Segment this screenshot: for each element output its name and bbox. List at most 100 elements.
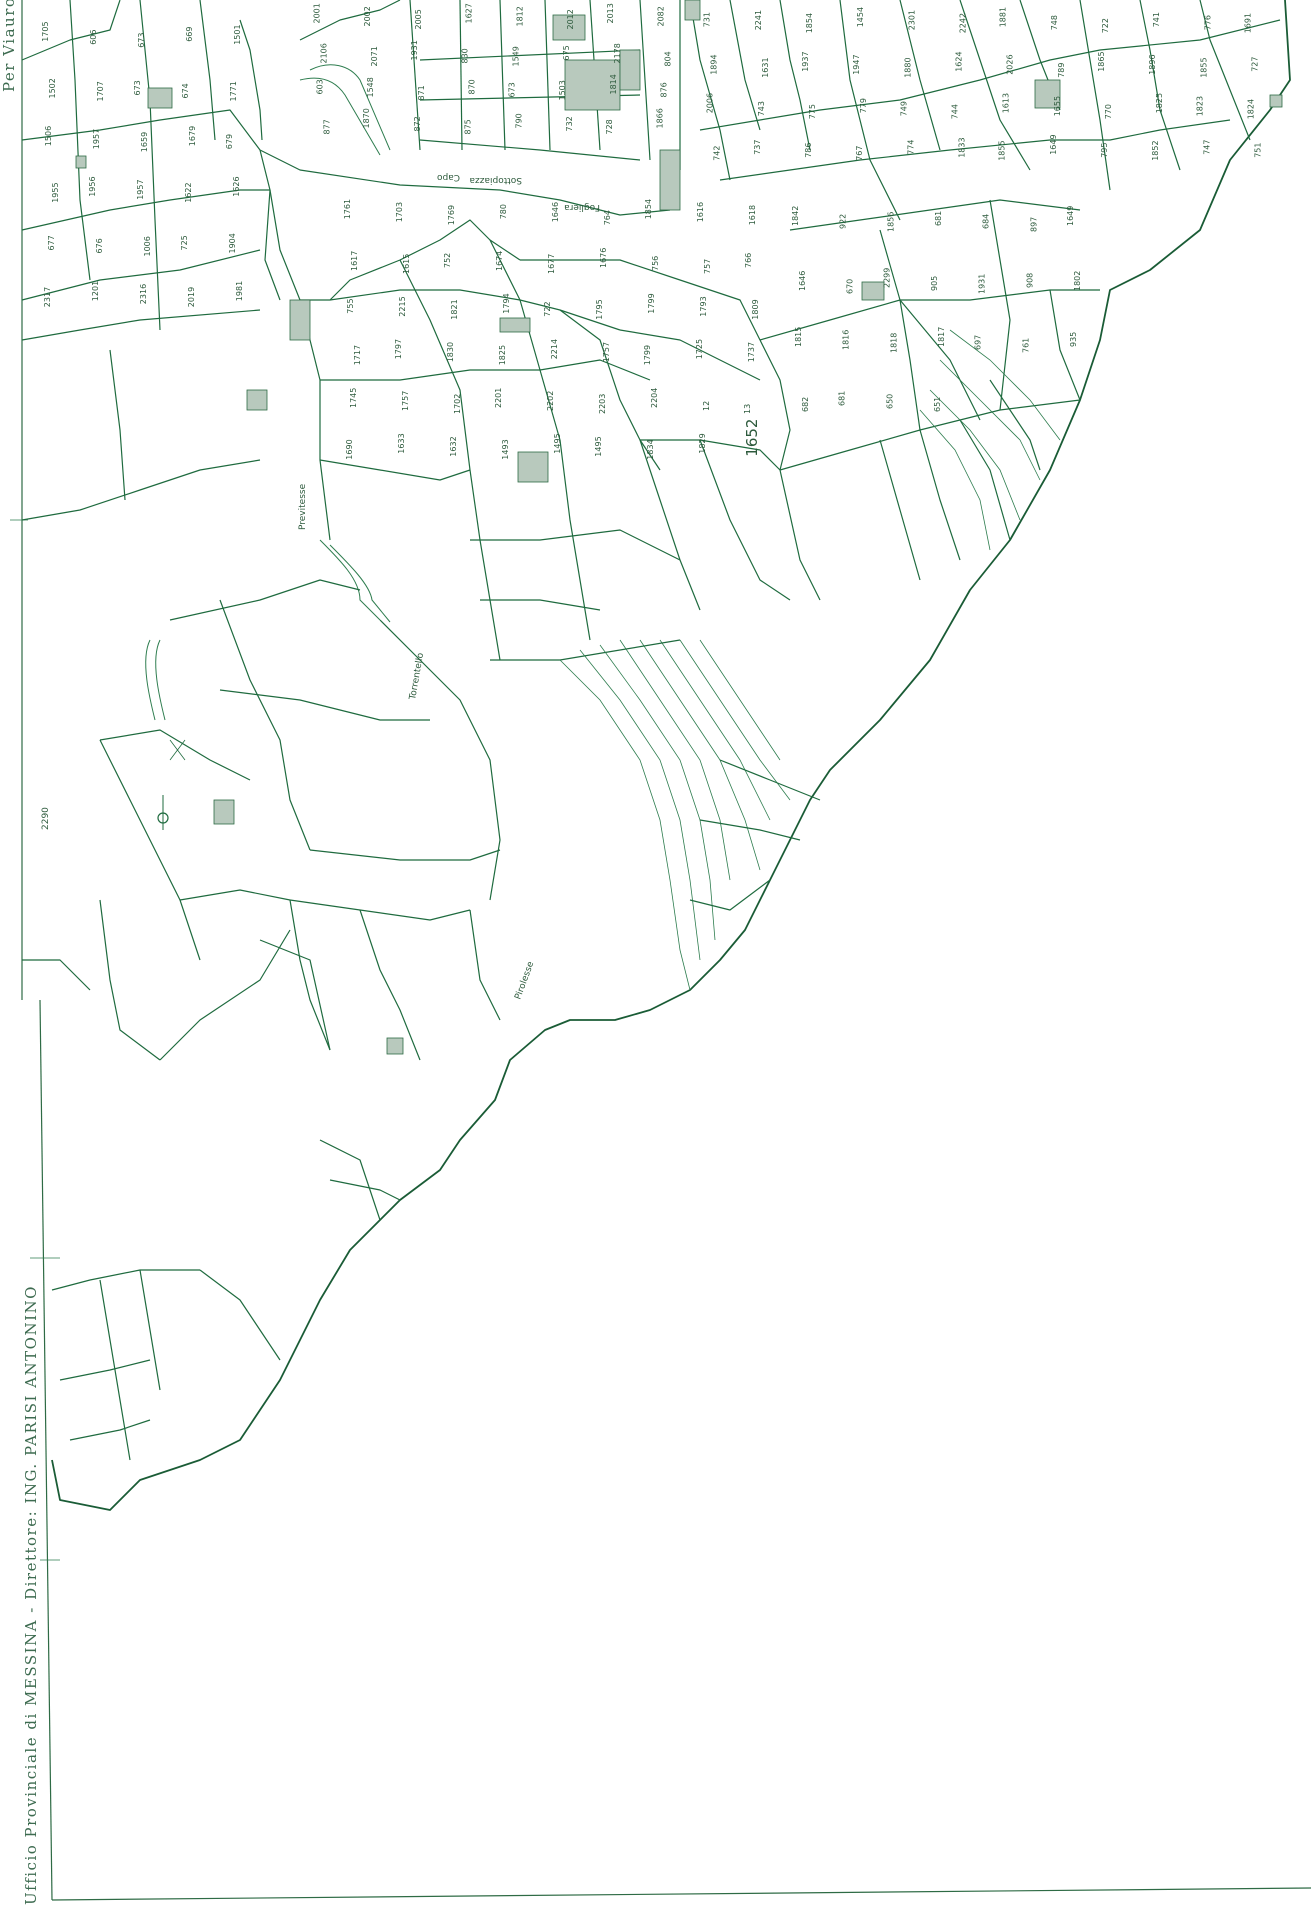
parcel-number: 1866 bbox=[656, 108, 665, 128]
parcel-number: 877 bbox=[322, 119, 331, 134]
building bbox=[659, 149, 681, 211]
parcel-number: 1745 bbox=[349, 388, 358, 408]
parcel-number: 1632 bbox=[449, 436, 458, 456]
parcel-number: 1957 bbox=[136, 179, 145, 199]
parcel-number: 1495 bbox=[594, 436, 603, 456]
buildings bbox=[75, 0, 1283, 1055]
parcel-number: 743 bbox=[757, 101, 766, 116]
parcel-number: 1649 bbox=[1066, 206, 1075, 226]
parcel-number: 1703 bbox=[395, 202, 404, 222]
toponym: Previtesse bbox=[298, 483, 308, 530]
parcel-number: 603 bbox=[315, 79, 324, 94]
parcel-number: 697 bbox=[974, 335, 983, 350]
parcel-number: 728 bbox=[605, 119, 614, 134]
parcel-number: 1881 bbox=[999, 7, 1008, 27]
parcel-number: 1854 bbox=[805, 13, 814, 33]
parcel-number: 905 bbox=[930, 276, 939, 291]
parcel-number: 1769 bbox=[447, 205, 456, 225]
parcel-number: 876 bbox=[660, 82, 669, 97]
parcel-number: 676 bbox=[95, 238, 104, 253]
parcel-number: 675 bbox=[562, 45, 571, 60]
parcel-number: 752 bbox=[443, 253, 452, 268]
parcel-number: 1817 bbox=[937, 327, 946, 347]
parcel-number: 755 bbox=[346, 298, 355, 313]
parcel-number: 2241 bbox=[754, 10, 763, 30]
parcel-number: 790 bbox=[514, 113, 523, 128]
parcel-number: 1615 bbox=[402, 254, 411, 274]
parcel-number: 1679 bbox=[188, 126, 197, 146]
parcel-number: 2214 bbox=[550, 339, 559, 359]
parcel-number: 673 bbox=[137, 33, 146, 48]
parcel-number: 872 bbox=[413, 116, 422, 131]
parcel-number: 2202 bbox=[546, 391, 555, 411]
parcel-number: 2001 bbox=[312, 3, 321, 23]
building bbox=[1269, 94, 1283, 108]
parcel-number: 1823 bbox=[1195, 96, 1204, 116]
parcel-number: 2317 bbox=[43, 287, 52, 307]
parcel-number: 12 bbox=[702, 401, 711, 411]
parcel-number: 1830 bbox=[446, 342, 455, 362]
parcel-number: 1757 bbox=[602, 342, 611, 362]
parcel-number: 1493 bbox=[501, 439, 510, 459]
parcel-number: 775 bbox=[808, 104, 817, 119]
parcel-number: 751 bbox=[1253, 143, 1262, 158]
parcel-number: 1937 bbox=[801, 51, 810, 71]
parcel-number: 1809 bbox=[751, 299, 760, 319]
parcel-number: 786 bbox=[804, 143, 813, 158]
parcel-number: 2301 bbox=[907, 10, 916, 30]
sheet-frame bbox=[10, 0, 1311, 1901]
parcel-number: 1549 bbox=[511, 46, 520, 66]
parcel-number: 870 bbox=[468, 79, 477, 94]
parcel-number: 795 bbox=[1100, 143, 1109, 158]
toponym: Pirolesse bbox=[513, 960, 536, 1001]
parcel-number: 1855 bbox=[1199, 57, 1208, 77]
parcel-number: 1705 bbox=[41, 21, 50, 41]
parcel-number: 830 bbox=[461, 48, 470, 63]
parcel-number: 1812 bbox=[515, 6, 524, 26]
parcel-number: 1626 bbox=[232, 176, 241, 196]
parcel-number: 2071 bbox=[370, 46, 379, 66]
parcel-number: 780 bbox=[499, 204, 508, 219]
parcel-number: 764 bbox=[603, 210, 612, 225]
parcel-number: 682 bbox=[801, 397, 810, 412]
toponym: Capo bbox=[436, 172, 460, 182]
parcel-number: 1624 bbox=[954, 51, 963, 71]
parcel-number: 1725 bbox=[695, 339, 704, 359]
parcel-number: 1006 bbox=[143, 236, 152, 256]
building bbox=[684, 0, 701, 21]
parcel-number: 1707 bbox=[96, 81, 105, 101]
parcel-number: 1201 bbox=[91, 281, 100, 301]
parcel-number: 1502 bbox=[48, 78, 57, 98]
parcel-number: 776 bbox=[1203, 15, 1212, 30]
parcel-number: 1981 bbox=[235, 281, 244, 301]
frame-number: 2290 bbox=[41, 807, 51, 830]
parcel-number: 756 bbox=[651, 256, 660, 271]
parcel-number: 766 bbox=[744, 253, 753, 268]
parcel-number: 1652 bbox=[743, 419, 761, 457]
building bbox=[213, 799, 235, 825]
parcel-number: 742 bbox=[713, 146, 722, 161]
parcel-number: 1717 bbox=[353, 345, 362, 365]
parcel-number: 679 bbox=[225, 134, 234, 149]
parcel-number: 1495 bbox=[553, 433, 562, 453]
building bbox=[517, 451, 549, 483]
parcel-number: 2082 bbox=[657, 6, 666, 26]
parcel-number: 1824 bbox=[1246, 99, 1255, 119]
parcel-number: 1655 bbox=[1053, 96, 1062, 116]
parcel-number: 1794 bbox=[502, 293, 511, 313]
parcel-number: 725 bbox=[180, 235, 189, 250]
parcel-number: 606 bbox=[89, 30, 98, 45]
parcel-number: 1613 bbox=[1002, 93, 1011, 113]
parcel-number: 1617 bbox=[350, 251, 359, 271]
building bbox=[861, 281, 885, 301]
parcels-lower bbox=[51, 1139, 401, 1461]
parcel-number: 1702 bbox=[453, 394, 462, 414]
parcel-number: 935 bbox=[1069, 332, 1078, 347]
parcel-number: 2204 bbox=[650, 388, 659, 408]
margin-texts: Per Viauro Ufficio Provinciale di MESSIN… bbox=[0, 0, 51, 1905]
parcels-strips bbox=[559, 329, 1061, 991]
toponyms: Fogliera Sottopiazza Previtesse Torrente… bbox=[298, 172, 600, 1001]
parcel-number: 1854 bbox=[644, 199, 653, 219]
parcel-number: 1633 bbox=[397, 433, 406, 453]
